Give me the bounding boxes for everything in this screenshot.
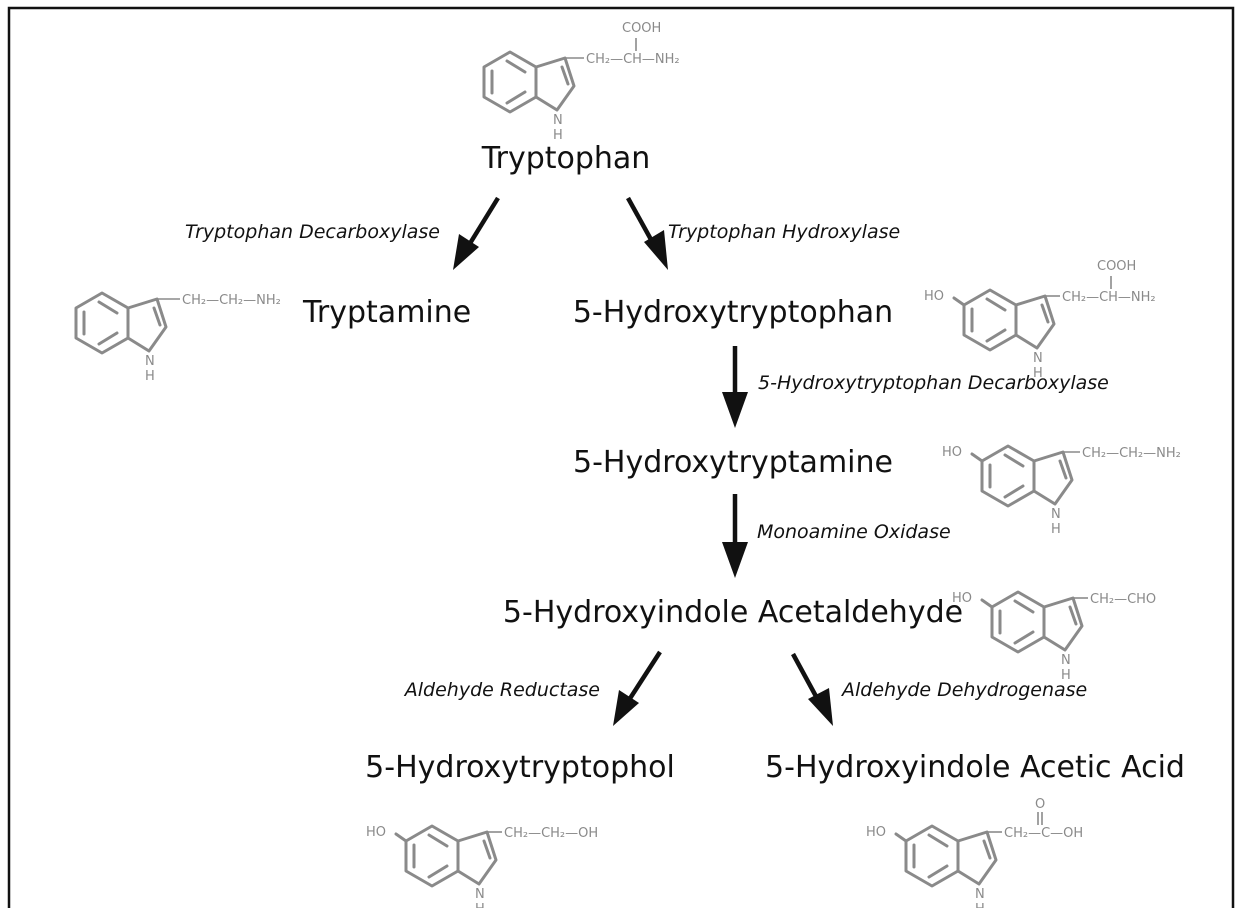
- tryptophan-label: Tryptophan: [481, 141, 651, 176]
- hydroxytryptophan-chain: CH₂—CH—NH₂: [1062, 290, 1156, 305]
- hydroxytryptamine-n: N: [1051, 507, 1061, 522]
- acetaldehyde-chain: CH₂—CHO: [1090, 592, 1156, 607]
- tryptophan-h: H: [553, 128, 563, 143]
- acetic-acid-chain: CH₂—C—OH: [1004, 826, 1083, 841]
- hydroxytryptophan-h: H: [1033, 366, 1043, 381]
- tryptophan-cooh: COOH: [622, 21, 661, 36]
- hydroxytryptamine-label: 5-Hydroxytryptamine: [573, 445, 893, 480]
- tryptophol-n: N: [475, 887, 485, 902]
- tryptamine-h: H: [145, 369, 155, 384]
- tryptophol-h: H: [475, 902, 485, 908]
- tryptophol-label: 5-Hydroxytryptophol: [365, 750, 675, 785]
- acetic-acid-label: 5-Hydroxyindole Acetic Acid: [765, 750, 1185, 785]
- arrow-to-hydroxytryptophan: [626, 196, 668, 270]
- tryptamine-chain: CH₂—CH₂—NH₂: [182, 293, 281, 308]
- tryptamine-label: Tryptamine: [302, 295, 471, 330]
- hydroxylase-label: Tryptophan Hydroxylase: [668, 221, 900, 243]
- arrow-to-acetic-acid: [791, 652, 833, 726]
- decarboxylase-label: Tryptophan Decarboxylase: [185, 221, 440, 243]
- arrow-to-tryptophol: [613, 650, 662, 726]
- acetic-acid-structure: HO N H CH₂—C—OH O: [866, 797, 1083, 908]
- acetic-acid-ho: HO: [866, 825, 886, 840]
- tryptophol-chain: CH₂—CH₂—OH: [504, 826, 598, 841]
- arrow-to-tryptamine: [453, 196, 500, 270]
- hydroxytryptamine-chain: CH₂—CH₂—NH₂: [1082, 446, 1181, 461]
- tryptophan-chain: CH₂—CH—NH₂: [586, 52, 680, 67]
- figure-frame: [7, 6, 1235, 908]
- tryptophan-structure: N H CH₂—CH—NH₂ COOH: [482, 21, 680, 143]
- acetic-acid-n: N: [975, 887, 985, 902]
- acetaldehyde-structure: HO N H CH₂—CHO: [952, 590, 1156, 683]
- tryptophol-structure: HO N H CH₂—CH₂—OH: [366, 824, 598, 908]
- acetaldehyde-ho: HO: [952, 591, 972, 606]
- hydroxytryptophan-label: 5-Hydroxytryptophan: [573, 295, 893, 330]
- reductase-label: Aldehyde Reductase: [403, 679, 600, 701]
- htp-decarboxylase-label: 5-Hydroxytryptophan Decarboxylase: [758, 372, 1109, 394]
- hydroxytryptophan-n: N: [1033, 351, 1043, 366]
- hydroxytryptamine-structure: HO N H CH₂—CH₂—NH₂: [942, 444, 1181, 537]
- tryptophol-ho: HO: [366, 825, 386, 840]
- acetaldehyde-label: 5-Hydroxyindole Acetaldehyde: [503, 595, 963, 630]
- arrow-to-acetaldehyde: [722, 494, 748, 578]
- acetic-acid-h: H: [975, 902, 985, 908]
- hydroxytryptophan-ho: HO: [924, 289, 944, 304]
- dehydrogenase-label: Aldehyde Dehydrogenase: [840, 679, 1087, 701]
- tryptamine-structure: N H CH₂—CH₂—NH₂: [74, 291, 281, 384]
- arrow-to-hydroxytryptamine: [722, 346, 748, 428]
- hydroxytryptamine-ho: HO: [942, 445, 962, 460]
- acetaldehyde-h: H: [1061, 668, 1071, 683]
- hydroxytryptophan-cooh: COOH: [1097, 259, 1136, 274]
- tryptophan-n: N: [553, 113, 563, 128]
- hydroxytryptamine-h: H: [1051, 522, 1061, 537]
- acetic-acid-o: O: [1035, 797, 1045, 812]
- hydroxytryptophan-structure: HO N H CH₂—CH—NH₂ COOH: [924, 259, 1156, 381]
- mao-label: Monoamine Oxidase: [757, 521, 951, 543]
- tryptamine-n: N: [145, 354, 155, 369]
- acetaldehyde-n: N: [1061, 653, 1071, 668]
